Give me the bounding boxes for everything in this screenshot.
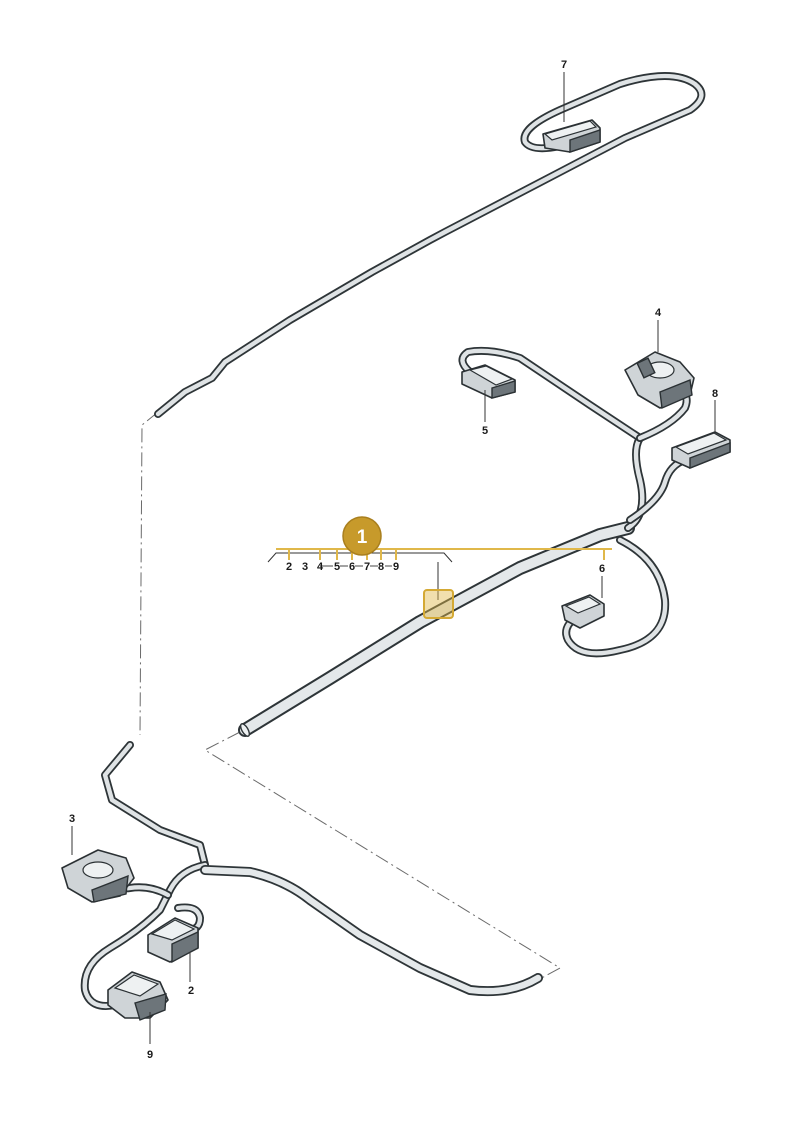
callout-badge-1-label: 1: [357, 527, 368, 548]
connector-6: [561, 594, 605, 629]
group-item-labels: 2 3 4 5 6 7 8 9: [286, 561, 399, 573]
upper-cable: [154, 72, 706, 418]
callout-6[interactable]: 6: [599, 563, 605, 575]
connector-5: [461, 364, 516, 399]
connector-2: [147, 917, 199, 964]
connector-3: [61, 849, 135, 903]
callout-9[interactable]: 9: [147, 1049, 153, 1061]
lower-harness: [80, 741, 543, 1010]
group-label-7: 7: [364, 561, 370, 573]
group-label-6: 6: [349, 561, 355, 573]
group-label-5: 5: [334, 561, 340, 573]
highlight-box[interactable]: [423, 589, 454, 619]
group-label-8: 8: [378, 561, 384, 573]
callout-4[interactable]: 4: [655, 307, 662, 319]
connector-4: [624, 351, 695, 410]
connector-8: [671, 431, 731, 470]
highlight-part-1: [276, 548, 612, 619]
connector-9: [107, 971, 169, 1021]
callout-3[interactable]: 3: [69, 813, 75, 825]
callout-7[interactable]: 7: [561, 59, 567, 71]
group-label-4: 4: [317, 561, 324, 573]
main-trunk: [238, 521, 635, 737]
connector-7: [542, 119, 601, 153]
callout-5[interactable]: 5: [482, 425, 488, 437]
callout-badge-1[interactable]: 1: [342, 516, 382, 556]
group-label-2: 2: [286, 561, 292, 573]
callout-2[interactable]: 2: [188, 985, 194, 997]
leader-lines: [71, 72, 716, 1044]
group-label-9: 9: [393, 561, 399, 573]
dash-dot-guides: [139, 411, 561, 981]
callout-8[interactable]: 8: [712, 388, 718, 400]
group-label-3: 3: [302, 561, 308, 573]
part-callouts: 7 4 8 5 6 3 2 9: [69, 59, 718, 1061]
